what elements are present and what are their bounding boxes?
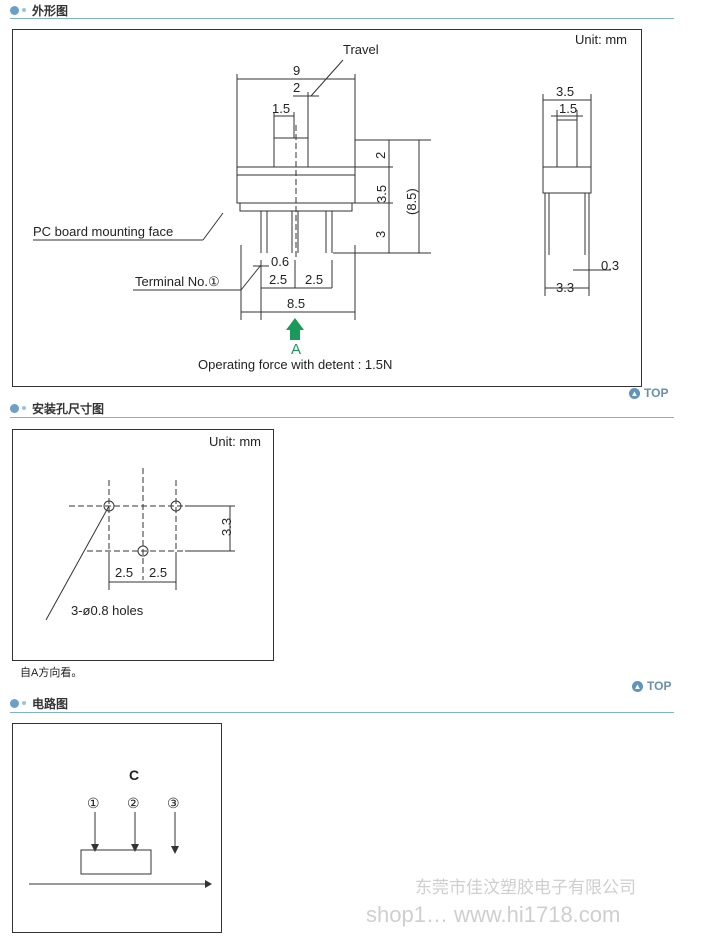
outline-drawing: Unit: mm Travel 9 2 1.5 2 3.5 3 (8.5) PC… — [33, 32, 627, 372]
section-title: 安装孔尺寸图 — [32, 401, 105, 416]
dim-2-5b: 2.5 — [305, 272, 323, 287]
slide-contact — [80, 849, 152, 875]
circuit-diagram: C ① ② ③ — [12, 723, 222, 933]
bullet-icon — [22, 406, 26, 410]
section-divider — [10, 712, 674, 713]
terminal-3: ③ — [167, 795, 180, 811]
dim-2: 2 — [293, 80, 300, 95]
bullet-icon — [22, 8, 26, 12]
section-title: 电路图 — [32, 696, 69, 711]
dim-3-3: 3.3 — [219, 518, 234, 536]
bullet-icon — [22, 701, 26, 705]
up-arrow-icon: ▲ — [629, 387, 640, 399]
direction-arrow-icon — [286, 318, 304, 340]
bullet-icon — [10, 698, 19, 708]
dim-v3: 3 — [373, 231, 388, 238]
dim-9: 9 — [293, 63, 300, 78]
section-header-circuit: 电路图 — [10, 694, 68, 712]
side-actuator — [556, 119, 578, 168]
bullet-icon — [10, 403, 19, 413]
outline-diagram: Unit: mm Travel 9 2 1.5 2 3.5 3 (8.5) PC… — [12, 29, 642, 387]
mounting-drawing: Unit: mm 3.3 2.5 2.5 3-ø0.8 holes — [45, 434, 261, 621]
side-dim-3-3: 3.3 — [556, 280, 574, 295]
dim-8-5: 8.5 — [287, 296, 305, 311]
up-arrow-icon: ▲ — [632, 680, 643, 692]
mounting-note: 自A方向看。 — [20, 667, 83, 679]
pc-board-label: PC board mounting face — [33, 224, 173, 239]
unit-label: Unit: mm — [209, 434, 261, 449]
mounting-diagram: Unit: mm 3.3 2.5 2.5 3-ø0.8 holes — [12, 429, 274, 661]
holes-label: 3-ø0.8 holes — [71, 603, 144, 618]
switch-actuator — [273, 137, 309, 168]
top-link[interactable]: ▲ TOP — [629, 386, 668, 400]
section-title: 外形图 — [32, 3, 69, 18]
dim-2-5b: 2.5 — [149, 565, 167, 580]
side-dim-1-5: 1.5 — [559, 101, 577, 116]
side-body — [542, 166, 592, 194]
top-link-label: TOP — [644, 386, 669, 400]
dim-1-5: 1.5 — [272, 101, 290, 116]
top-link-label: TOP — [647, 679, 672, 693]
unit-label: Unit: mm — [575, 32, 627, 47]
terminal-label: Terminal No.① — [135, 274, 220, 289]
dim-2-5a: 2.5 — [269, 272, 287, 287]
terminal-1: ① — [87, 795, 100, 811]
arrow-label: A — [291, 341, 301, 358]
contact-label-c: C — [129, 767, 139, 783]
side-dim-0-3: 0.3 — [601, 258, 619, 273]
side-dim-3-5: 3.5 — [556, 84, 574, 99]
section-divider — [10, 417, 674, 418]
dim-v2: 2 — [373, 152, 388, 159]
dim-2-5a: 2.5 — [115, 565, 133, 580]
dim-0-6: 0.6 — [271, 254, 289, 269]
terminal-2: ② — [127, 795, 140, 811]
watermark-company: 东莞市佳汶塑胶电子有限公司 — [415, 878, 636, 897]
bullet-icon — [10, 5, 19, 15]
dim-v8-5: (8.5) — [404, 188, 419, 215]
circuit-drawing: C ① ② ③ — [29, 767, 212, 888]
dim-v3-5: 3.5 — [374, 185, 389, 203]
travel-label: Travel — [343, 42, 379, 57]
top-link[interactable]: ▲ TOP — [632, 679, 671, 693]
section-divider — [10, 18, 674, 19]
watermark-site: shop1… www.hi1718.com — [366, 902, 621, 927]
force-label: Operating force with detent : 1.5N — [198, 357, 392, 372]
section-header-mounting: 安装孔尺寸图 — [10, 399, 104, 417]
section-header-outline: 外形图 — [10, 1, 68, 19]
